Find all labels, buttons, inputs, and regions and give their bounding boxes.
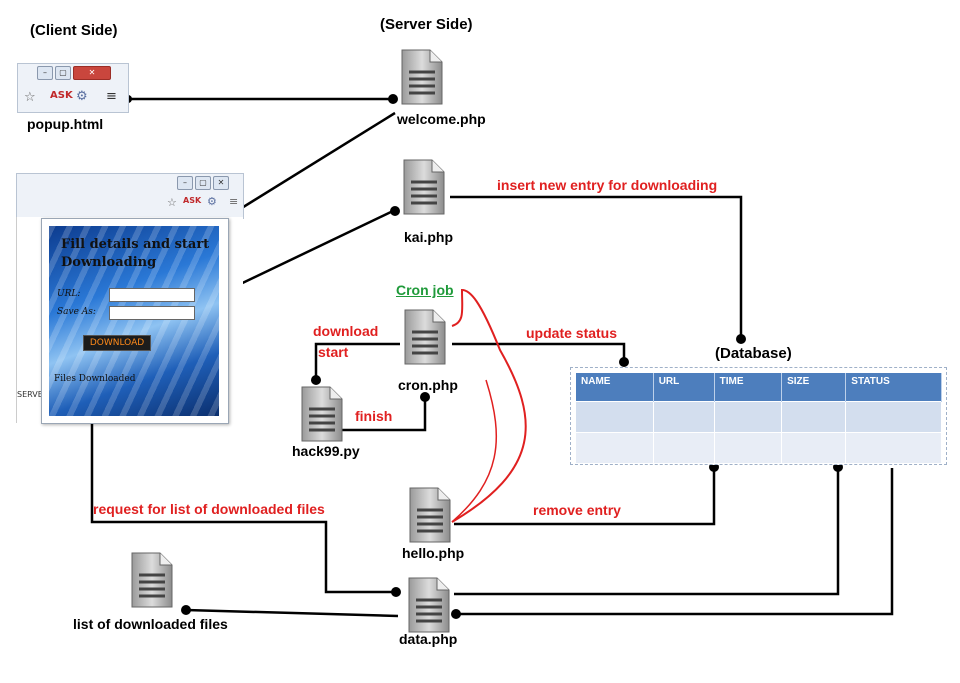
minimize-icon: –	[177, 176, 193, 190]
menu-icon: ≡	[229, 195, 239, 208]
request-list-label: request for list of downloaded files	[93, 501, 325, 517]
popup-title: Fill details and start Downloading	[61, 237, 210, 270]
database-table: NAME URL TIME SIZE STATUS	[570, 367, 947, 465]
table-cell	[845, 432, 942, 463]
ask-icon: ASK	[50, 90, 73, 101]
save-as-label: Save As:	[57, 307, 96, 317]
database-grid: NAME URL TIME SIZE STATUS	[576, 373, 942, 463]
wire-hello-db	[454, 468, 716, 526]
extension-popup: Fill details and start Downloading URL: …	[41, 218, 229, 424]
maximize-icon: ▢	[195, 176, 211, 190]
remove-entry-label: remove entry	[533, 502, 621, 518]
welcome-php-label: welcome.php	[397, 111, 486, 127]
wire-kai-db	[450, 195, 743, 338]
popup-background-image: Fill details and start Downloading URL: …	[49, 226, 219, 416]
list-files-label: list of downloaded files	[73, 616, 228, 632]
files-downloaded-link[interactable]: Files Downloaded	[54, 374, 136, 384]
extension-icon: ⚙	[207, 195, 217, 208]
popup-html-label: popup.html	[27, 116, 104, 132]
download-label: download	[313, 323, 379, 339]
hack99-py-label: hack99.py	[292, 443, 360, 459]
document-icon	[404, 309, 446, 365]
insert-entry-label: insert new entry for downloading	[497, 177, 718, 193]
kai-php-label: kai.php	[404, 229, 454, 245]
table-cell	[653, 401, 715, 433]
close-icon: ✕	[73, 66, 111, 80]
table-cell	[781, 401, 847, 433]
document-icon	[131, 552, 173, 608]
document-icon	[301, 386, 343, 442]
maximize-icon: ▢	[55, 66, 71, 80]
start-label: start	[318, 344, 349, 360]
star-icon: ☆	[24, 90, 36, 105]
wire-browser-welcome	[231, 111, 396, 216]
table-row	[576, 432, 942, 463]
finish-label: finish	[355, 408, 393, 424]
extension-icon: ⚙	[76, 89, 88, 104]
table-cell	[845, 401, 942, 433]
wire-data-list	[185, 608, 399, 618]
minimize-icon: –	[37, 66, 53, 80]
column-header: STATUS	[845, 373, 942, 402]
database-heading: (Database)	[715, 345, 792, 362]
url-label: URL:	[57, 289, 81, 299]
table-cell	[781, 432, 847, 463]
wire-hack-cron	[342, 397, 427, 432]
ask-icon: ASK	[183, 196, 202, 205]
url-input[interactable]	[109, 288, 195, 302]
star-icon: ☆	[167, 196, 177, 209]
table-cell	[714, 432, 783, 463]
document-icon	[401, 49, 443, 105]
wire-data-db-b	[454, 468, 894, 616]
wire-data-db-a	[454, 468, 840, 596]
column-header: SIZE	[781, 373, 847, 402]
document-icon	[408, 577, 450, 633]
table-cell	[653, 432, 715, 463]
column-header: TIME	[714, 373, 783, 402]
data-php-label: data.php	[399, 631, 458, 647]
client-side-heading: (Client Side)	[30, 22, 118, 39]
document-icon	[409, 487, 451, 543]
column-header: URL	[653, 373, 715, 402]
browser-toolbar-1: – ▢ ✕ ☆ ASK ⚙ ≡	[17, 63, 129, 113]
table-cell	[576, 432, 654, 463]
menu-icon: ≡	[106, 89, 117, 104]
cron-job-label: Cron job	[396, 282, 454, 298]
table-row	[576, 401, 942, 433]
update-status-label: update status	[526, 325, 618, 341]
browser-toolbar-2: – ▢ ✕ ☆ ASK ⚙ ≡	[16, 173, 244, 219]
cron-php-label: cron.php	[398, 377, 458, 393]
server-text: SERVER	[17, 390, 49, 399]
server-side-heading: (Server Side)	[380, 16, 473, 33]
wire-cron-hack	[314, 342, 400, 380]
hello-php-label: hello.php	[402, 545, 465, 561]
table-cell	[714, 401, 783, 433]
download-button[interactable]: DOWNLOAD	[83, 335, 151, 351]
column-header: NAME	[576, 373, 654, 402]
document-icon	[403, 159, 445, 215]
wire-request-data	[90, 383, 396, 594]
cron-curve	[451, 288, 527, 523]
close-icon: ✕	[213, 176, 229, 190]
save-as-input[interactable]	[109, 306, 195, 320]
table-cell	[576, 401, 654, 433]
wire-cron-db	[452, 342, 626, 362]
